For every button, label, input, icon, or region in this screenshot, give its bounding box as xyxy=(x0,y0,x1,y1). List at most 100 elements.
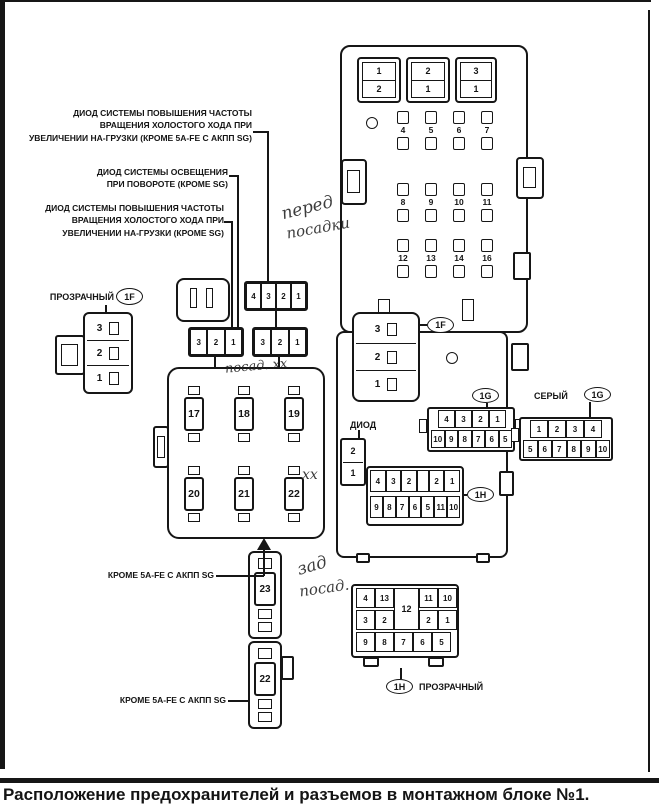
pin-cell: 8 xyxy=(566,440,581,458)
relay-cell: 3 xyxy=(473,66,479,77)
fuse-cell: 8 xyxy=(392,183,414,222)
fuse-terminal xyxy=(481,239,493,252)
connector-top-a: 4 3 2 1 xyxy=(244,281,308,311)
connector-top-c: 3 2 1 xyxy=(252,327,308,357)
pin-cell: 6 xyxy=(413,632,432,652)
page-caption: Расположение предохранителей и разъемов … xyxy=(3,785,590,804)
leader-line xyxy=(253,131,268,133)
pin-cell: 3 xyxy=(190,329,208,355)
connector-1f-left: 3 2 1 xyxy=(83,312,133,394)
fuse-terminal xyxy=(397,264,409,278)
body-foot xyxy=(356,553,370,563)
pin-cell: 2 xyxy=(271,329,289,355)
fuse-terminal xyxy=(425,208,437,222)
fuse-terminal xyxy=(188,513,200,522)
pin-cell: 11 xyxy=(434,496,448,518)
body-right-tab xyxy=(511,343,529,371)
pin-cell: 9 xyxy=(444,430,458,448)
tag-1f-mid: 1F xyxy=(427,317,454,333)
pin-number: 2 xyxy=(96,347,103,359)
pin-cell: 5 xyxy=(523,440,538,458)
connector-top-b: 3 2 1 xyxy=(188,327,244,357)
fuse-terminal xyxy=(453,239,465,252)
connector-1g-gray-row1: 1 2 3 4 xyxy=(530,420,602,438)
pin-cell: 8 xyxy=(458,430,472,448)
connector-1f-left-tab xyxy=(55,335,85,375)
pin-cell: 4 xyxy=(584,420,602,438)
pin-cell: 1 xyxy=(489,410,506,428)
h-mate-center: 12 xyxy=(394,588,419,630)
h-mate-foot xyxy=(428,657,444,667)
fuse-cell: 10 xyxy=(448,183,470,222)
fuse-terminal xyxy=(188,466,200,475)
tag-1g-body: 1G xyxy=(472,388,499,403)
connector-1f-mid: 3 2 1 xyxy=(352,312,420,402)
fuse-terminal xyxy=(453,111,465,124)
leader-line xyxy=(214,357,216,367)
pin-slot xyxy=(109,346,120,360)
pin-cell: 4 xyxy=(370,470,386,492)
pin-cell: 1 xyxy=(291,283,306,309)
top-left-connector xyxy=(176,278,230,322)
fuse-cell: 9 xyxy=(420,183,442,222)
handwriting-note: посад. xyxy=(297,575,351,601)
fuse-terminal xyxy=(425,136,437,150)
pin-slot xyxy=(258,648,272,659)
leader-line xyxy=(237,175,239,327)
fuse-terminal xyxy=(188,433,200,442)
pin-number: 2 xyxy=(350,446,356,457)
leader-line xyxy=(420,324,427,326)
pin-cell: 1 xyxy=(438,610,457,630)
fuse-terminal xyxy=(425,183,437,196)
pin-slot xyxy=(387,322,398,336)
pin-cell: 3 xyxy=(566,420,584,438)
pin-slot xyxy=(109,371,120,385)
pin-cell: 3 xyxy=(455,410,472,428)
fusebox-right-tab xyxy=(513,252,531,280)
h-mate-r1-left: 4 13 xyxy=(356,588,394,608)
label-diode-load-2: ДИОД СИСТЕМЫ ПОВЫШЕНИЯ ЧАСТОТЫ ВРАЩЕНИЯ … xyxy=(45,203,224,238)
fuse-terminal xyxy=(481,208,493,222)
label-gray: СЕРЫЙ xyxy=(534,391,568,401)
label-diode-load-1: ДИОД СИСТЕМЫ ПОВЫШЕНИЯ ЧАСТОТЫ ВРАЩЕНИЯ … xyxy=(28,108,252,143)
fuse-cell: 4 xyxy=(392,111,414,150)
pin-cell: 9 xyxy=(370,496,383,518)
pin-cell: 6 xyxy=(485,430,499,448)
pin-cell: 9 xyxy=(581,440,596,458)
fuse-terminal xyxy=(481,111,493,124)
fuse-cell: 5 xyxy=(420,111,442,150)
h-mate-r2-left: 3 2 xyxy=(356,610,394,630)
handwriting-note: зад xyxy=(294,552,330,580)
leader-line xyxy=(228,700,249,702)
relay-slot-2-inner: 2 1 xyxy=(411,62,445,98)
pin-number: 1 xyxy=(96,372,103,384)
pin-cell: 7 xyxy=(552,440,567,458)
pin-number: 3 xyxy=(374,323,381,335)
fuse-cell: 12 xyxy=(392,239,414,278)
leader-line xyxy=(216,575,264,577)
pin-slot xyxy=(258,699,272,709)
pin-cell: 4 xyxy=(438,410,455,428)
pin-cell: 2 xyxy=(472,410,489,428)
fuse-terminal xyxy=(238,386,250,395)
fuse-terminal xyxy=(397,111,409,124)
pin-cell: 2 xyxy=(207,329,225,355)
leader-line xyxy=(486,403,488,407)
pin-cell: 3 xyxy=(261,283,276,309)
connector-1g-gray-lug xyxy=(511,428,519,442)
fuse-terminal xyxy=(481,264,493,278)
fuse-terminal xyxy=(425,111,437,124)
pin-cell: 1 xyxy=(530,420,548,438)
pin-cell: 10 xyxy=(595,440,610,458)
pin-number: 2 xyxy=(374,351,381,363)
connector-1h-body-row1: 4 3 2 2 1 xyxy=(370,470,460,492)
fusebox-right-connector-slot xyxy=(523,167,536,188)
leader-line xyxy=(231,221,233,327)
pin-cell: 9 xyxy=(356,632,375,652)
leader-line xyxy=(263,550,265,576)
fuse-cell: 13 xyxy=(420,239,442,278)
fuse-terminal xyxy=(288,433,300,442)
pin-slot xyxy=(109,321,120,335)
label-except-top: КРОМЕ 5A-FE С АКПП SG xyxy=(107,570,214,580)
